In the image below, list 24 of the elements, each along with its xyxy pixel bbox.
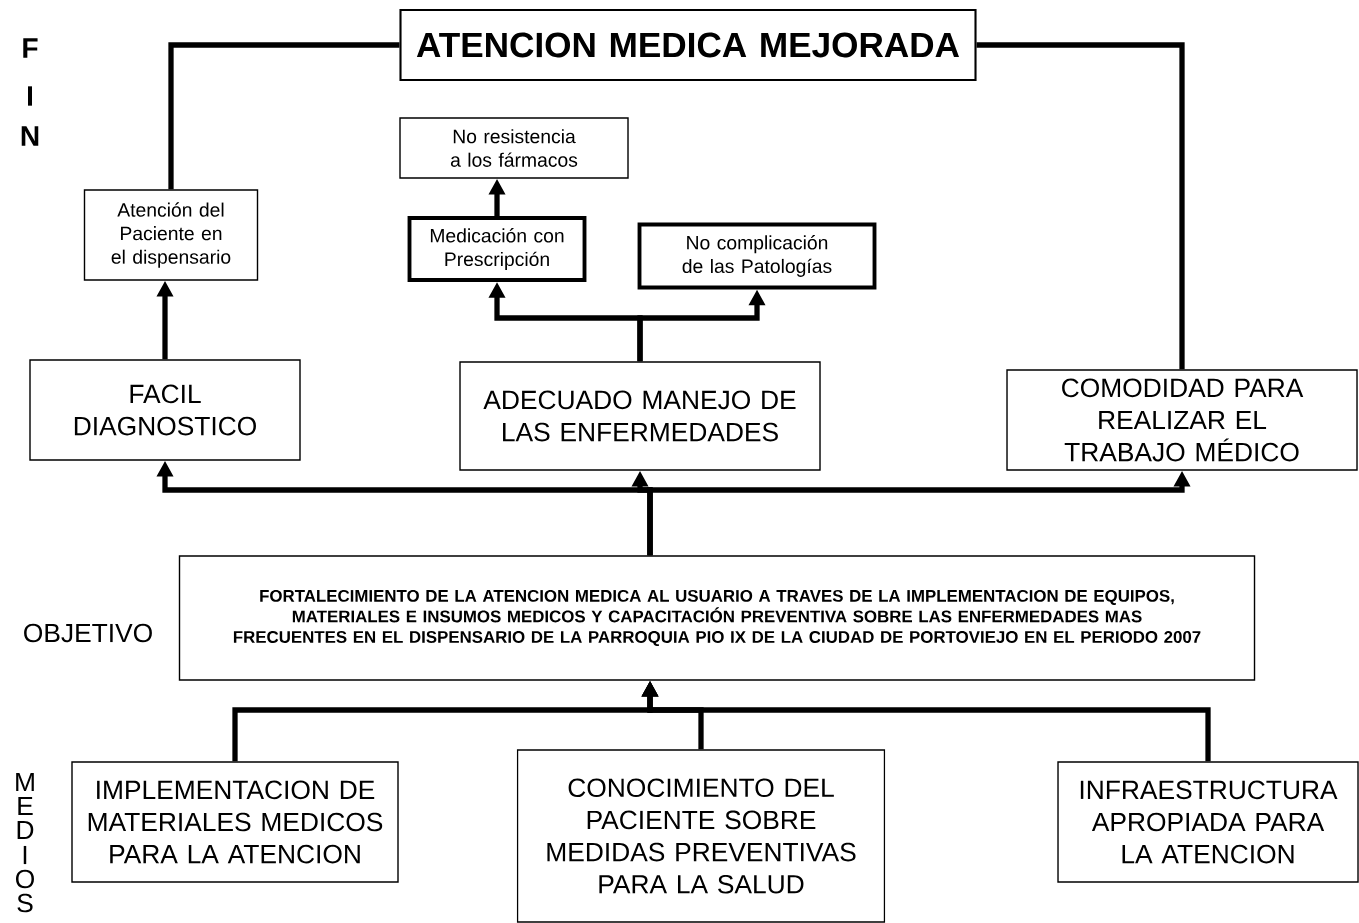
effect-box: COMODIDAD PARA REALIZAR EL TRABAJO MÉDICO (1006, 369, 1358, 471)
section-label: D (17, 820, 34, 840)
section-label: M (16, 772, 34, 792)
section-label: OBJETIVO (24, 623, 152, 643)
section-label: N (21, 126, 39, 146)
title-box: ATENCION MEDICA MEJORADA (399, 8, 977, 82)
means-box: IMPLEMENTACION DE MATERIALES MEDICOS PARA LA ATENCION (71, 761, 399, 883)
section-label: S (17, 893, 33, 913)
connector-line (168, 42, 400, 190)
section-label: E (18, 796, 33, 816)
effect-box: ADECUADO MANEJO DE LAS ENFERMEDADES (459, 361, 821, 471)
result-box: No complicación de las Patologías (637, 222, 877, 290)
objective-box: FORTALECIMIENTO DE LA ATENCION MEDICA AL USUARIO A TRAVES DE LA IMPLEMENTACION DE EQUIPOS, MATERIALES E INSUMOS MEDICOS Y CAPACITACIÓN PREVENTIVA SOBRE LAS ENFERMEDADES MAS FRECUENTES EN EL DISPENSARIO DE LA PARROQUIA PIO IX DE LA CIUDAD DE PORTOVIEJO EN EL PERIODO 2007 (178, 555, 1256, 681)
effect-box: FACIL DIAGNOSTICO (29, 359, 301, 461)
section-label: F (23, 38, 38, 58)
result-box: No resistencia a los fármacos (399, 117, 629, 179)
section-label: O (16, 869, 34, 889)
result-box: Medicación con Prescripción (407, 216, 587, 282)
connector-line (976, 42, 1185, 370)
section-label: I (23, 845, 27, 865)
means-box: INFRAESTRUCTURA APROPIADA PARA LA ATENCION (1057, 761, 1359, 883)
result-box: Atención del Paciente en el dispensario (83, 189, 259, 281)
section-label: I (27, 86, 32, 106)
means-box: CONOCIMIENTO DEL PACIENTE SOBRE MEDIDAS PREVENTIVAS PARA LA SALUD (516, 749, 886, 923)
